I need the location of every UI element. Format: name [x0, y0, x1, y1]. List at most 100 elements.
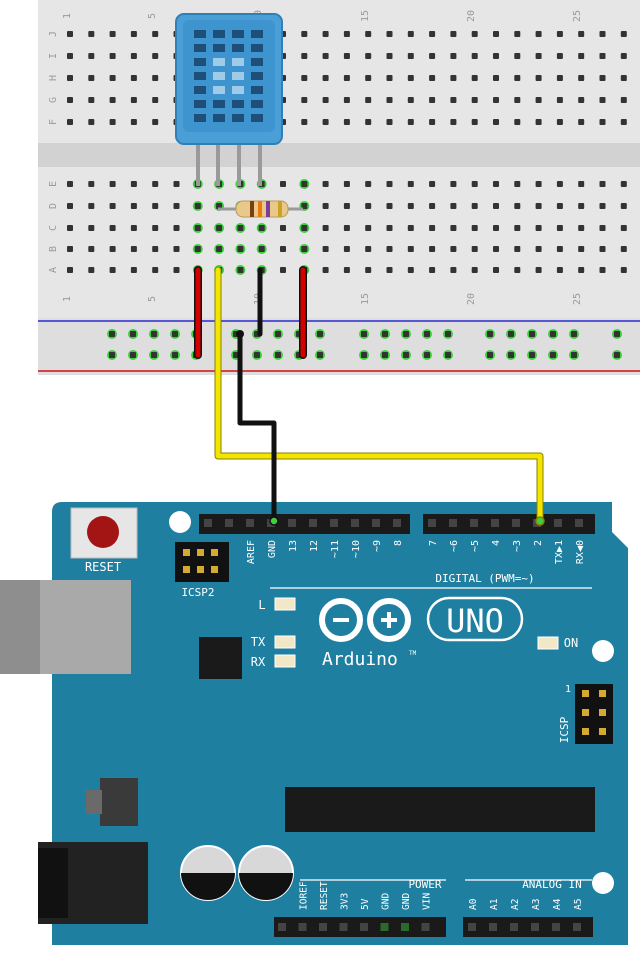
- breadboard-hole: [407, 119, 414, 125]
- breadboard-hole: [578, 225, 585, 231]
- breadboard-hole: [109, 267, 116, 273]
- icsp-pin: [599, 690, 606, 697]
- breadboard-hole: [109, 53, 116, 59]
- breadboard-hole: [130, 53, 137, 59]
- breadboard-hole: [493, 246, 499, 252]
- breadboard-hole: [322, 53, 329, 59]
- breadboard-hole: [514, 267, 521, 273]
- rail-hole: [571, 331, 577, 337]
- analog-header-hole: [531, 923, 539, 931]
- breadboard-hole: [535, 267, 542, 273]
- breadboard-hole: [194, 225, 201, 231]
- breadboard-hole: [301, 119, 308, 125]
- breadboard-hole: [88, 31, 95, 37]
- breadboard-hole: [130, 31, 137, 37]
- breadboard-hole: [556, 75, 563, 81]
- breadboard-hole: [365, 31, 372, 37]
- led-l: [274, 597, 296, 611]
- led-tx-label: TX: [251, 635, 266, 649]
- analog-pin-label: A4: [552, 898, 563, 910]
- breadboard-hole: [535, 225, 542, 231]
- digital-pin-label: 12: [309, 540, 320, 552]
- sensor-vent: [213, 114, 225, 122]
- breadboard-hole: [152, 75, 159, 81]
- sensor-vent: [194, 30, 206, 38]
- rail-hole: [254, 352, 260, 358]
- power-header-hole: [298, 923, 307, 931]
- capacitor-1: [180, 845, 236, 901]
- breadboard-hole: [152, 267, 159, 273]
- digital-header-hole: [372, 519, 380, 527]
- power-pin-label: VIN: [422, 893, 433, 910]
- breadboard-hole: [173, 181, 180, 187]
- sensor-vent: [194, 114, 206, 122]
- digital-pin-label: ~3: [512, 540, 523, 552]
- breadboard-hole: [386, 246, 393, 252]
- breadboard-hole: [535, 203, 542, 209]
- breadboard-hole: [556, 203, 563, 209]
- rail-hole: [445, 331, 451, 337]
- rail-hole: [508, 352, 514, 358]
- breadboard-hole: [343, 181, 350, 187]
- digital-header-hole: [351, 519, 359, 527]
- breadboard-hole: [407, 225, 414, 231]
- digital-pin-label: AREF: [246, 540, 257, 564]
- icsp-pin1-label: 1: [565, 684, 571, 695]
- breadboard-hole: [471, 97, 478, 103]
- breadboard-hole: [429, 181, 436, 187]
- sensor-vent: [251, 72, 263, 80]
- breadboard-hole: [109, 97, 116, 103]
- breadboard-hole: [194, 203, 201, 209]
- breadboard-hole: [173, 203, 180, 209]
- icsp-pin: [582, 690, 589, 697]
- breadboard-hole: [620, 31, 627, 37]
- breadboard-hole: [322, 75, 329, 81]
- breadboard-hole: [599, 75, 606, 81]
- digital-pin-label: 7: [428, 540, 439, 546]
- rail-hole: [550, 352, 556, 358]
- power-pin-label: GND: [381, 893, 392, 910]
- breadboard-hole: [258, 225, 265, 231]
- row-letter: J: [48, 31, 59, 37]
- wires: [194, 266, 545, 526]
- rail-hole: [614, 352, 620, 358]
- breadboard-hole: [578, 75, 585, 81]
- voltage-regulator-tab: [86, 790, 102, 814]
- breadboard-hole: [599, 53, 606, 59]
- icsp-header: [575, 684, 613, 744]
- digital-header-hole: [225, 519, 233, 527]
- breadboard-hole: [514, 203, 521, 209]
- breadboard-hole: [343, 53, 350, 59]
- breadboard-hole: [620, 181, 627, 187]
- breadboard-hole: [599, 97, 606, 103]
- wire-end-ground-rail: [236, 330, 244, 338]
- row-letter: E: [48, 181, 59, 187]
- rail-hole: [403, 331, 409, 337]
- breadboard-hole: [365, 97, 372, 103]
- breadboard-hole: [493, 31, 499, 37]
- breadboard-hole: [429, 97, 436, 103]
- breadboard-hole: [620, 267, 627, 273]
- breadboard-hole: [322, 246, 329, 252]
- power-pin-label: 5V: [360, 898, 371, 910]
- breadboard-hole: [343, 246, 350, 252]
- breadboard-hole: [471, 181, 478, 187]
- digital-header-hole: [470, 519, 478, 527]
- sensor-vent: [194, 100, 206, 108]
- breadboard-hole: [130, 181, 137, 187]
- breadboard-hole: [88, 203, 95, 209]
- analog-header-hole: [510, 923, 518, 931]
- breadboard-hole: [301, 246, 308, 252]
- icsp2-pin: [197, 549, 204, 556]
- breadboard-hole: [599, 119, 606, 125]
- sensor-vent: [251, 114, 263, 122]
- digital-header-hole: [554, 519, 562, 527]
- analog-header-hole: [552, 923, 560, 931]
- breadboard-hole: [365, 53, 372, 59]
- breadboard-hole: [88, 53, 95, 59]
- breadboard-hole: [578, 53, 585, 59]
- breadboard-hole: [386, 203, 393, 209]
